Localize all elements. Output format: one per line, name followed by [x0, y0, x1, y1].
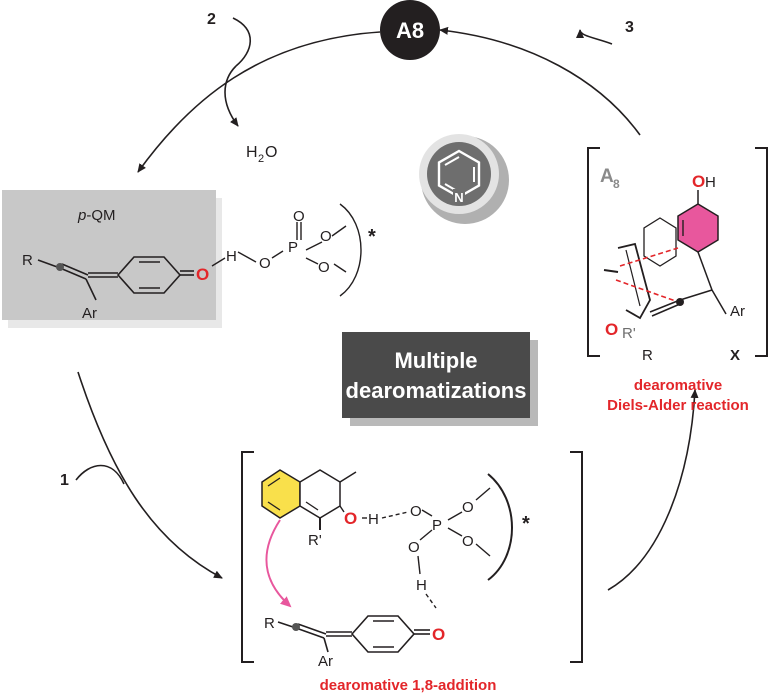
- arrow-pqm-to-ts: [77, 371, 223, 579]
- svg-text:H: H: [416, 577, 427, 594]
- da-caption-1: dearomative: [634, 377, 722, 394]
- svg-text:O: O: [462, 499, 474, 516]
- center-panel: Multiple dearomatizations: [342, 332, 538, 426]
- svg-text:P: P: [432, 517, 442, 534]
- ts-bottom: O H R' O P O O O * H R: [241, 451, 583, 694]
- ts-right: A 8 O H Ar O R' R X dearomative Diels-Al…: [587, 147, 768, 414]
- arrow-ts-to-a8: [439, 26, 641, 136]
- svg-text:O: O: [605, 320, 618, 339]
- svg-text:R: R: [642, 347, 653, 364]
- svg-text:*: *: [522, 513, 530, 535]
- da-caption-2: Diels-Alder reaction: [607, 397, 749, 414]
- phosphate-star: *: [368, 226, 376, 248]
- catalyst-label: A8: [396, 18, 424, 43]
- svg-text:X: X: [730, 347, 740, 364]
- pqm-ar: Ar: [82, 305, 97, 322]
- svg-text:H: H: [246, 144, 258, 161]
- svg-text:R: R: [264, 615, 275, 632]
- arrow-a8-to-pqm: [137, 31, 381, 173]
- pqm-title: p-QM: [77, 207, 116, 224]
- svg-text:O: O: [692, 172, 705, 191]
- svg-text:Ar: Ar: [730, 303, 745, 320]
- svg-text:O: O: [410, 503, 422, 520]
- svg-text:H: H: [368, 511, 379, 528]
- svg-text:H: H: [705, 174, 716, 191]
- center-line1: Multiple: [394, 348, 477, 373]
- step-1-label: 1: [60, 472, 69, 489]
- svg-text:2: 2: [258, 153, 264, 165]
- catalyst-badge: A8: [380, 0, 440, 60]
- phosphate-top: [237, 203, 362, 297]
- step-2-label: 2: [207, 11, 216, 28]
- svg-text:O: O: [408, 539, 420, 556]
- water-label: H 2 O: [246, 144, 277, 165]
- svg-text:O: O: [265, 144, 277, 161]
- svg-text:Ar: Ar: [318, 653, 333, 670]
- center-line2: dearomatizations: [346, 378, 527, 403]
- arrow-ts-to-da: [607, 389, 699, 591]
- svg-text:O: O: [320, 228, 332, 245]
- pqm-r: R: [22, 252, 33, 269]
- pqm-panel: p-QM R Ar O: [2, 190, 222, 328]
- svg-text:O: O: [259, 255, 271, 272]
- arrow-step3-out: [576, 29, 613, 45]
- svg-text:O: O: [318, 259, 330, 276]
- step-3-label: 3: [625, 19, 634, 36]
- svg-text:O: O: [344, 509, 357, 528]
- svg-text:O: O: [462, 533, 474, 550]
- pqm-h: H: [226, 248, 237, 265]
- svg-text:8: 8: [613, 177, 620, 191]
- svg-text:O: O: [293, 208, 305, 225]
- addition-caption: dearomative 1,8-addition: [320, 677, 497, 694]
- svg-text:A: A: [600, 166, 614, 187]
- cycle-arrows: [75, 17, 699, 591]
- svg-text:O: O: [432, 625, 445, 644]
- pqm-o: O: [196, 265, 209, 284]
- pyridine-icon: N: [419, 134, 509, 224]
- arrow-step1-in: [75, 464, 125, 485]
- arrow-h2o-out: [224, 65, 239, 127]
- svg-text:R': R': [308, 532, 322, 549]
- svg-text:N: N: [454, 190, 463, 205]
- arrow-step2-in: [232, 17, 251, 67]
- svg-text:R': R': [622, 325, 636, 342]
- svg-text:P: P: [288, 239, 298, 256]
